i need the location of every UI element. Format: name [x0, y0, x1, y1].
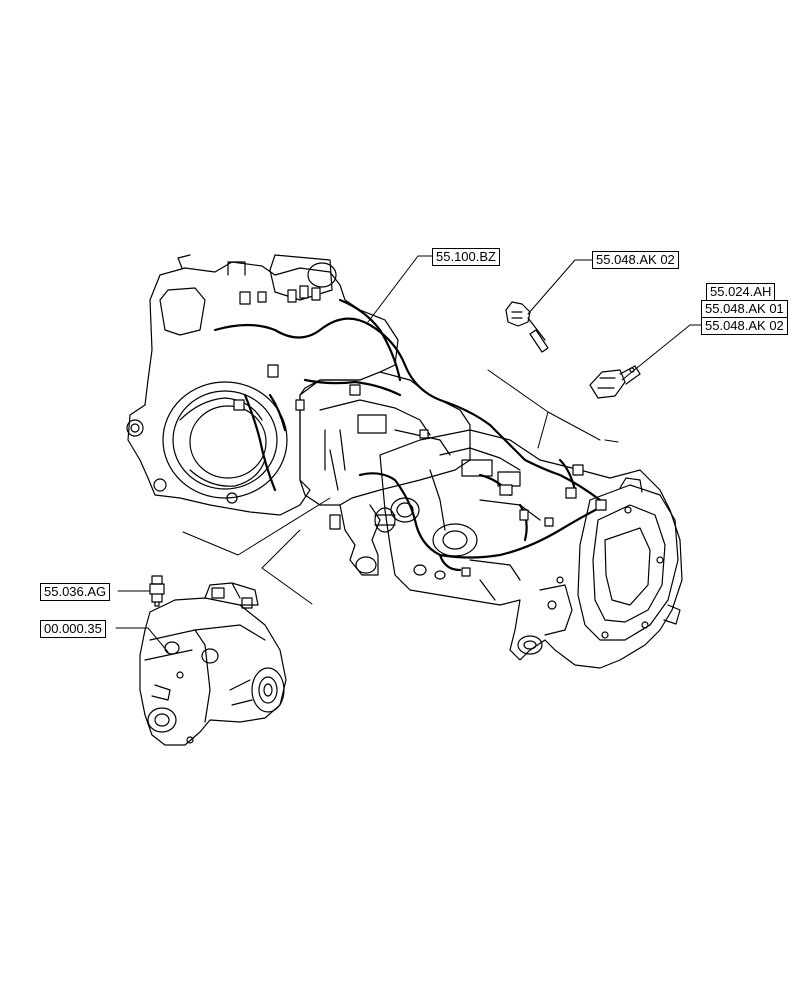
callout-wiring-harness[interactable]: 55.100.BZ — [432, 248, 500, 266]
leader-lines — [115, 255, 702, 653]
hydraulic-pump — [139, 582, 287, 746]
callout-pressure-switch[interactable]: 55.036.AG — [40, 583, 111, 601]
pressure-switch — [149, 575, 165, 607]
callout-sensor-top[interactable]: 55.048.AK 02 — [592, 251, 679, 269]
speed-sensor-right — [589, 365, 641, 399]
transmission-assembly — [126, 254, 683, 669]
speed-sensor-top — [505, 301, 549, 353]
callout-sensor-group-3[interactable]: 55.048.AK 02 — [701, 317, 788, 335]
wiring-harness — [213, 298, 607, 572]
callout-sensor-group-2[interactable]: 55.048.AK 01 — [701, 300, 788, 318]
harness-connectors — [233, 285, 607, 577]
callout-hydraulic-pump[interactable]: 00.000.35 — [40, 620, 106, 638]
callout-sensor-group-1[interactable]: 55.024.AH — [706, 283, 776, 301]
